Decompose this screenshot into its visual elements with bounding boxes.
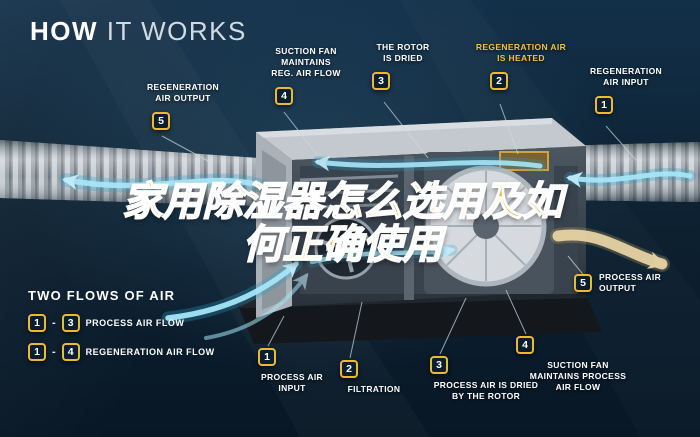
callout-regeneration-air-input: REGENERATION AIR INPUT 1 [566,66,686,115]
callout-label: REGENERATION AIR IS HEATED [475,42,567,64]
callout-rotor-is-dried: THE ROTOR IS DRIED 3 [343,42,463,91]
callout-filtration: 2 FILTRATION [334,360,414,395]
step-badge-process-3: 3 [430,356,448,374]
callout-label: SUCTION FAN MAINTAINS PROCESS AIR FLOW [529,360,627,393]
chinese-watermark: 家用除湿器怎么选用及如 何正确使用 [70,179,615,269]
step-badge-process-2: 2 [340,360,358,378]
step-badge-regen-3: 3 [372,72,390,91]
callout-label: THE ROTOR IS DRIED [376,42,430,64]
step-badge-regen-5: 5 [152,112,170,131]
process-internal-flow-arrow [306,244,458,268]
process-fan [314,216,378,280]
process-input-flow-arrow [161,257,309,340]
filter-vanes [299,174,399,210]
watermark-line-2: 何正确使用 [242,222,444,269]
legend-item-regeneration-air-flow: 1 - 4 REGENERATION AIR FLOW [28,343,215,361]
callout-process-air-dried: 3 PROCESS AIR IS DRIED BY THE ROTOR [424,356,548,402]
interior-partition [404,156,414,300]
legend-label: REGENERATION AIR FLOW [85,347,215,357]
airflow-arrows [59,155,696,340]
legend-badge-end: 3 [61,314,80,332]
callout-label: REGENERATION AIR INPUT [589,66,663,88]
callout-label: SUCTION FAN MAINTAINS REG. AIR FLOW [271,46,341,79]
callout-leader-lines [161,101,637,359]
callout-label: PROCESS AIR IS DRIED BY THE ROTOR [433,380,539,402]
step-badge-regen-1: 1 [595,96,613,115]
callout-regeneration-air-heated: REGENERATION AIR IS HEATED 2 [461,42,581,91]
step-badge-regen-2: 2 [490,72,508,91]
step-badge-regen-4: 4 [275,87,293,106]
callout-process-air-input: 1 PROCESS AIR INPUT [252,348,332,394]
legend-two-flows: TWO FLOWS OF AIR 1 - 3 PROCESS AIR FLOW … [28,288,215,361]
legend-range-dash: - [52,317,56,329]
step-badge-process-4: 4 [516,336,534,354]
watermark-line-1: 家用除湿器怎么选用及如 [122,179,564,225]
regeneration-input-flow-arrow [564,167,696,188]
callout-regeneration-air-output: REGENERATION AIR OUTPUT 5 [123,82,243,131]
callout-process-air-output: 5 PROCESS AIR OUTPUT [574,272,686,294]
legend-badge-start: 1 [28,343,46,361]
callout-label: PROCESS AIR OUTPUT [599,272,662,294]
page-title: HOW IT WORKS [30,16,247,47]
step-badge-process-1: 1 [258,348,276,366]
title-how: HOW [30,16,99,46]
title-it-works: IT WORKS [106,16,247,46]
callout-label: PROCESS AIR INPUT [260,372,324,394]
legend-label: PROCESS AIR FLOW [85,318,185,328]
legend-badge-end: 4 [61,343,80,361]
regeneration-internal-flow-arrow [312,155,546,172]
legend-item-process-air-flow: 1 - 3 PROCESS AIR FLOW [28,314,215,332]
desiccant-rotor [425,165,547,287]
legend-badge-start: 1 [28,314,46,332]
regeneration-input-duct [556,142,700,202]
callout-suction-fan-process: 4 SUCTION FAN MAINTAINS PROCESS AIR FLOW [510,336,646,393]
callout-suction-fan-reg: SUCTION FAN MAINTAINS REG. AIR FLOW 4 [246,46,366,106]
callout-label: FILTRATION [347,384,401,394]
process-output-flow-arrow [550,227,670,272]
legend-heading: TWO FLOWS OF AIR [28,288,176,303]
step-badge-process-5: 5 [574,274,592,293]
legend-range-dash: - [52,346,56,358]
callout-label: REGENERATION AIR OUTPUT [146,82,220,104]
regeneration-output-flow-arrow [59,173,269,193]
